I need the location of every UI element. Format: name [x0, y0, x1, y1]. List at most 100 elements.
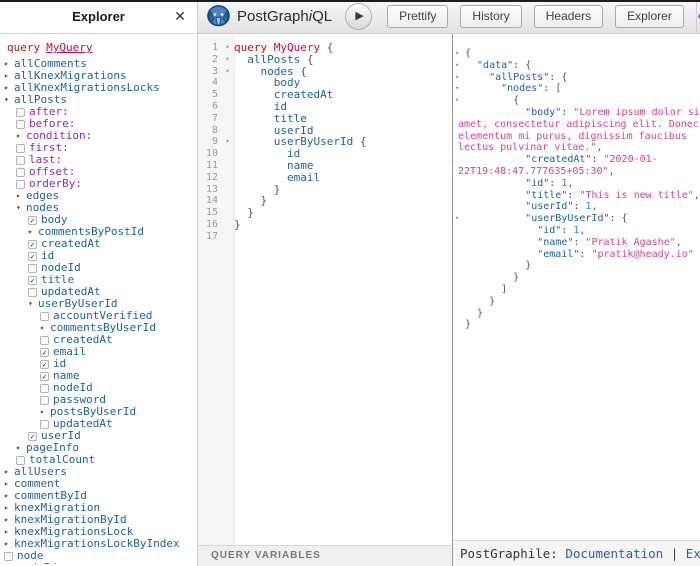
tree-item-after[interactable]: after: [0, 106, 197, 118]
chevron-right-icon[interactable]: ▸ [4, 479, 9, 488]
tree-item-commentById[interactable]: ▸commentById [0, 490, 197, 502]
chevron-right-icon[interactable]: ▸ [40, 323, 45, 332]
tree-item-allKnexMigrationsLocks[interactable]: ▸allKnexMigrationsLocks [0, 82, 197, 94]
editor-line-1[interactable]: 1▾query MyQuery { [198, 42, 452, 54]
query-editor[interactable]: 1▾query MyQuery {2▾ allPosts {3▾ nodes {… [198, 34, 452, 243]
checkbox-unchecked-icon[interactable] [28, 263, 37, 273]
checkbox-unchecked-icon[interactable] [4, 551, 13, 561]
chevron-right-icon[interactable]: ▸ [4, 491, 9, 500]
checkbox-checked-icon[interactable]: ✓ [40, 371, 49, 381]
chevron-right-icon[interactable]: ▸ [4, 467, 9, 476]
chevron-right-icon[interactable]: ▸ [16, 443, 21, 452]
checkbox-unchecked-icon[interactable] [16, 107, 25, 117]
query-name[interactable]: MyQuery [46, 41, 93, 54]
tree-item-before[interactable]: before: [0, 118, 197, 130]
chevron-down-icon[interactable]: ▾ [28, 299, 33, 308]
checkbox-unchecked-icon[interactable] [40, 383, 49, 393]
tree-item-allComments[interactable]: ▸allComments [0, 58, 197, 70]
checkbox-checked-icon[interactable]: ✓ [28, 251, 37, 261]
editor-line-16[interactable]: 16} [198, 219, 452, 231]
checkbox-unchecked-icon[interactable] [16, 179, 25, 189]
checkbox-checked-icon[interactable]: ✓ [28, 431, 37, 441]
editor-line-5[interactable]: 5 createdAt [198, 89, 452, 101]
tree-item-userByUserId[interactable]: ▾userByUserId [0, 298, 197, 310]
tree-item-orderBy[interactable]: orderBy: [0, 178, 197, 190]
tree-item-postsByUserId[interactable]: ▸postsByUserId [0, 406, 197, 418]
tree-item-title[interactable]: ✓title [0, 274, 197, 286]
checkbox-unchecked-icon[interactable] [28, 287, 37, 297]
fold-arrow-icon[interactable]: ▾ [225, 43, 230, 51]
documentation-link[interactable]: Documentation [565, 546, 664, 561]
editor-line-13[interactable]: 13 } [198, 183, 452, 196]
chevron-right-icon[interactable]: ▸ [16, 191, 21, 200]
checkbox-checked-icon[interactable]: ✓ [28, 215, 37, 225]
tree-item-knexMigration[interactable]: ▸knexMigration [0, 502, 197, 514]
tree-item-knexMigrationsLockByIndex[interactable]: ▸knexMigrationsLockByIndex [0, 538, 197, 550]
checkbox-unchecked-icon[interactable] [16, 143, 25, 153]
tree-item-createdAt[interactable]: ✓createdAt [0, 238, 197, 250]
tree-item-nodeId[interactable]: nodeId [0, 382, 197, 394]
docs-link[interactable]: ❮ Docs [695, 0, 700, 33]
checkbox-unchecked-icon[interactable] [16, 119, 25, 129]
tree-item-offset[interactable]: offset: [0, 166, 197, 178]
close-icon[interactable]: ✕ [174, 8, 186, 24]
checkbox-unchecked-icon[interactable] [16, 167, 25, 177]
checkbox-unchecked-icon[interactable] [4, 563, 13, 564]
editor-line-3[interactable]: 3▾ nodes { [198, 65, 452, 78]
tree-item-createdAt[interactable]: createdAt [0, 334, 197, 346]
tree-item-last[interactable]: last: [0, 154, 197, 166]
tree-item-accountVerified[interactable]: accountVerified [0, 310, 197, 322]
tree-item-allPosts[interactable]: ▾allPosts [0, 94, 197, 106]
checkbox-checked-icon[interactable]: ✓ [40, 347, 49, 357]
checkbox-unchecked-icon[interactable] [16, 155, 25, 165]
tree-item-pageInfo[interactable]: ▸pageInfo [0, 442, 197, 454]
examples-link[interactable]: Examples [685, 546, 700, 561]
tree-item-updatedAt[interactable]: updatedAt [0, 418, 197, 430]
tree-item-node[interactable]: node [0, 550, 197, 562]
chevron-right-icon[interactable]: ▸ [4, 83, 9, 92]
chevron-right-icon[interactable]: ▸ [40, 407, 45, 416]
chevron-down-icon[interactable]: ▾ [4, 95, 9, 104]
execute-query-button[interactable]: ▶ [345, 3, 373, 30]
tree-item-knexMigrationsLock[interactable]: ▸knexMigrationsLock [0, 526, 197, 538]
tree-item-comment[interactable]: ▸comment [0, 478, 197, 490]
chevron-right-icon[interactable]: ▸ [4, 503, 9, 512]
editor-line-6[interactable]: 6 id [198, 101, 452, 113]
fold-arrow-icon[interactable]: ▾ [455, 72, 460, 81]
tree-item-edges[interactable]: ▸edges [0, 190, 197, 202]
explorer-button[interactable]: Explorer [615, 5, 684, 28]
fold-arrow-icon[interactable]: ▾ [455, 96, 460, 105]
editor-line-11[interactable]: 11 name [198, 160, 452, 172]
checkbox-unchecked-icon[interactable] [40, 335, 49, 345]
chevron-right-icon[interactable]: ▸ [4, 539, 9, 548]
fold-arrow-icon[interactable]: ▾ [225, 66, 230, 75]
tree-item-id[interactable]: ✓id [0, 358, 197, 370]
checkbox-unchecked-icon[interactable] [40, 311, 49, 321]
chevron-right-icon[interactable]: ▸ [4, 527, 9, 536]
editor-line-2[interactable]: 2▾ allPosts { [198, 53, 452, 66]
query-editor-pane[interactable]: 1▾query MyQuery {2▾ allPosts {3▾ nodes {… [198, 34, 453, 566]
editor-line-9[interactable]: 9▾ userByUserId { [198, 136, 452, 148]
tree-item-password[interactable]: password [0, 394, 197, 406]
checkbox-unchecked-icon[interactable] [16, 455, 25, 465]
tree-item-condition[interactable]: ▸condition: [0, 130, 197, 142]
fold-arrow-icon[interactable]: ▾ [455, 84, 460, 93]
chevron-right-icon[interactable]: ▸ [4, 59, 9, 68]
tree-item-updatedAt[interactable]: updatedAt [0, 286, 197, 298]
chevron-right-icon[interactable]: ▸ [28, 227, 33, 236]
tree-item-commentsByPostId[interactable]: ▸commentsByPostId [0, 226, 197, 238]
tree-item-email[interactable]: ✓email [0, 346, 197, 358]
tree-item-nodeId[interactable]: nodeId [0, 562, 197, 564]
checkbox-checked-icon[interactable]: ✓ [28, 239, 37, 249]
checkbox-unchecked-icon[interactable] [40, 395, 49, 405]
editor-line-8[interactable]: 8 userId [198, 124, 452, 137]
tree-item-userId[interactable]: ✓userId [0, 430, 197, 442]
editor-line-10[interactable]: 10 id [198, 148, 452, 160]
tree-item-id[interactable]: ✓id [0, 250, 197, 262]
checkbox-unchecked-icon[interactable] [40, 419, 49, 429]
chevron-right-icon[interactable]: ▸ [4, 515, 9, 524]
tree-item-nodes[interactable]: ▾nodes [0, 202, 197, 214]
tree-item-nodeId[interactable]: nodeId [0, 262, 197, 274]
tree-item-name[interactable]: ✓name [0, 370, 197, 382]
